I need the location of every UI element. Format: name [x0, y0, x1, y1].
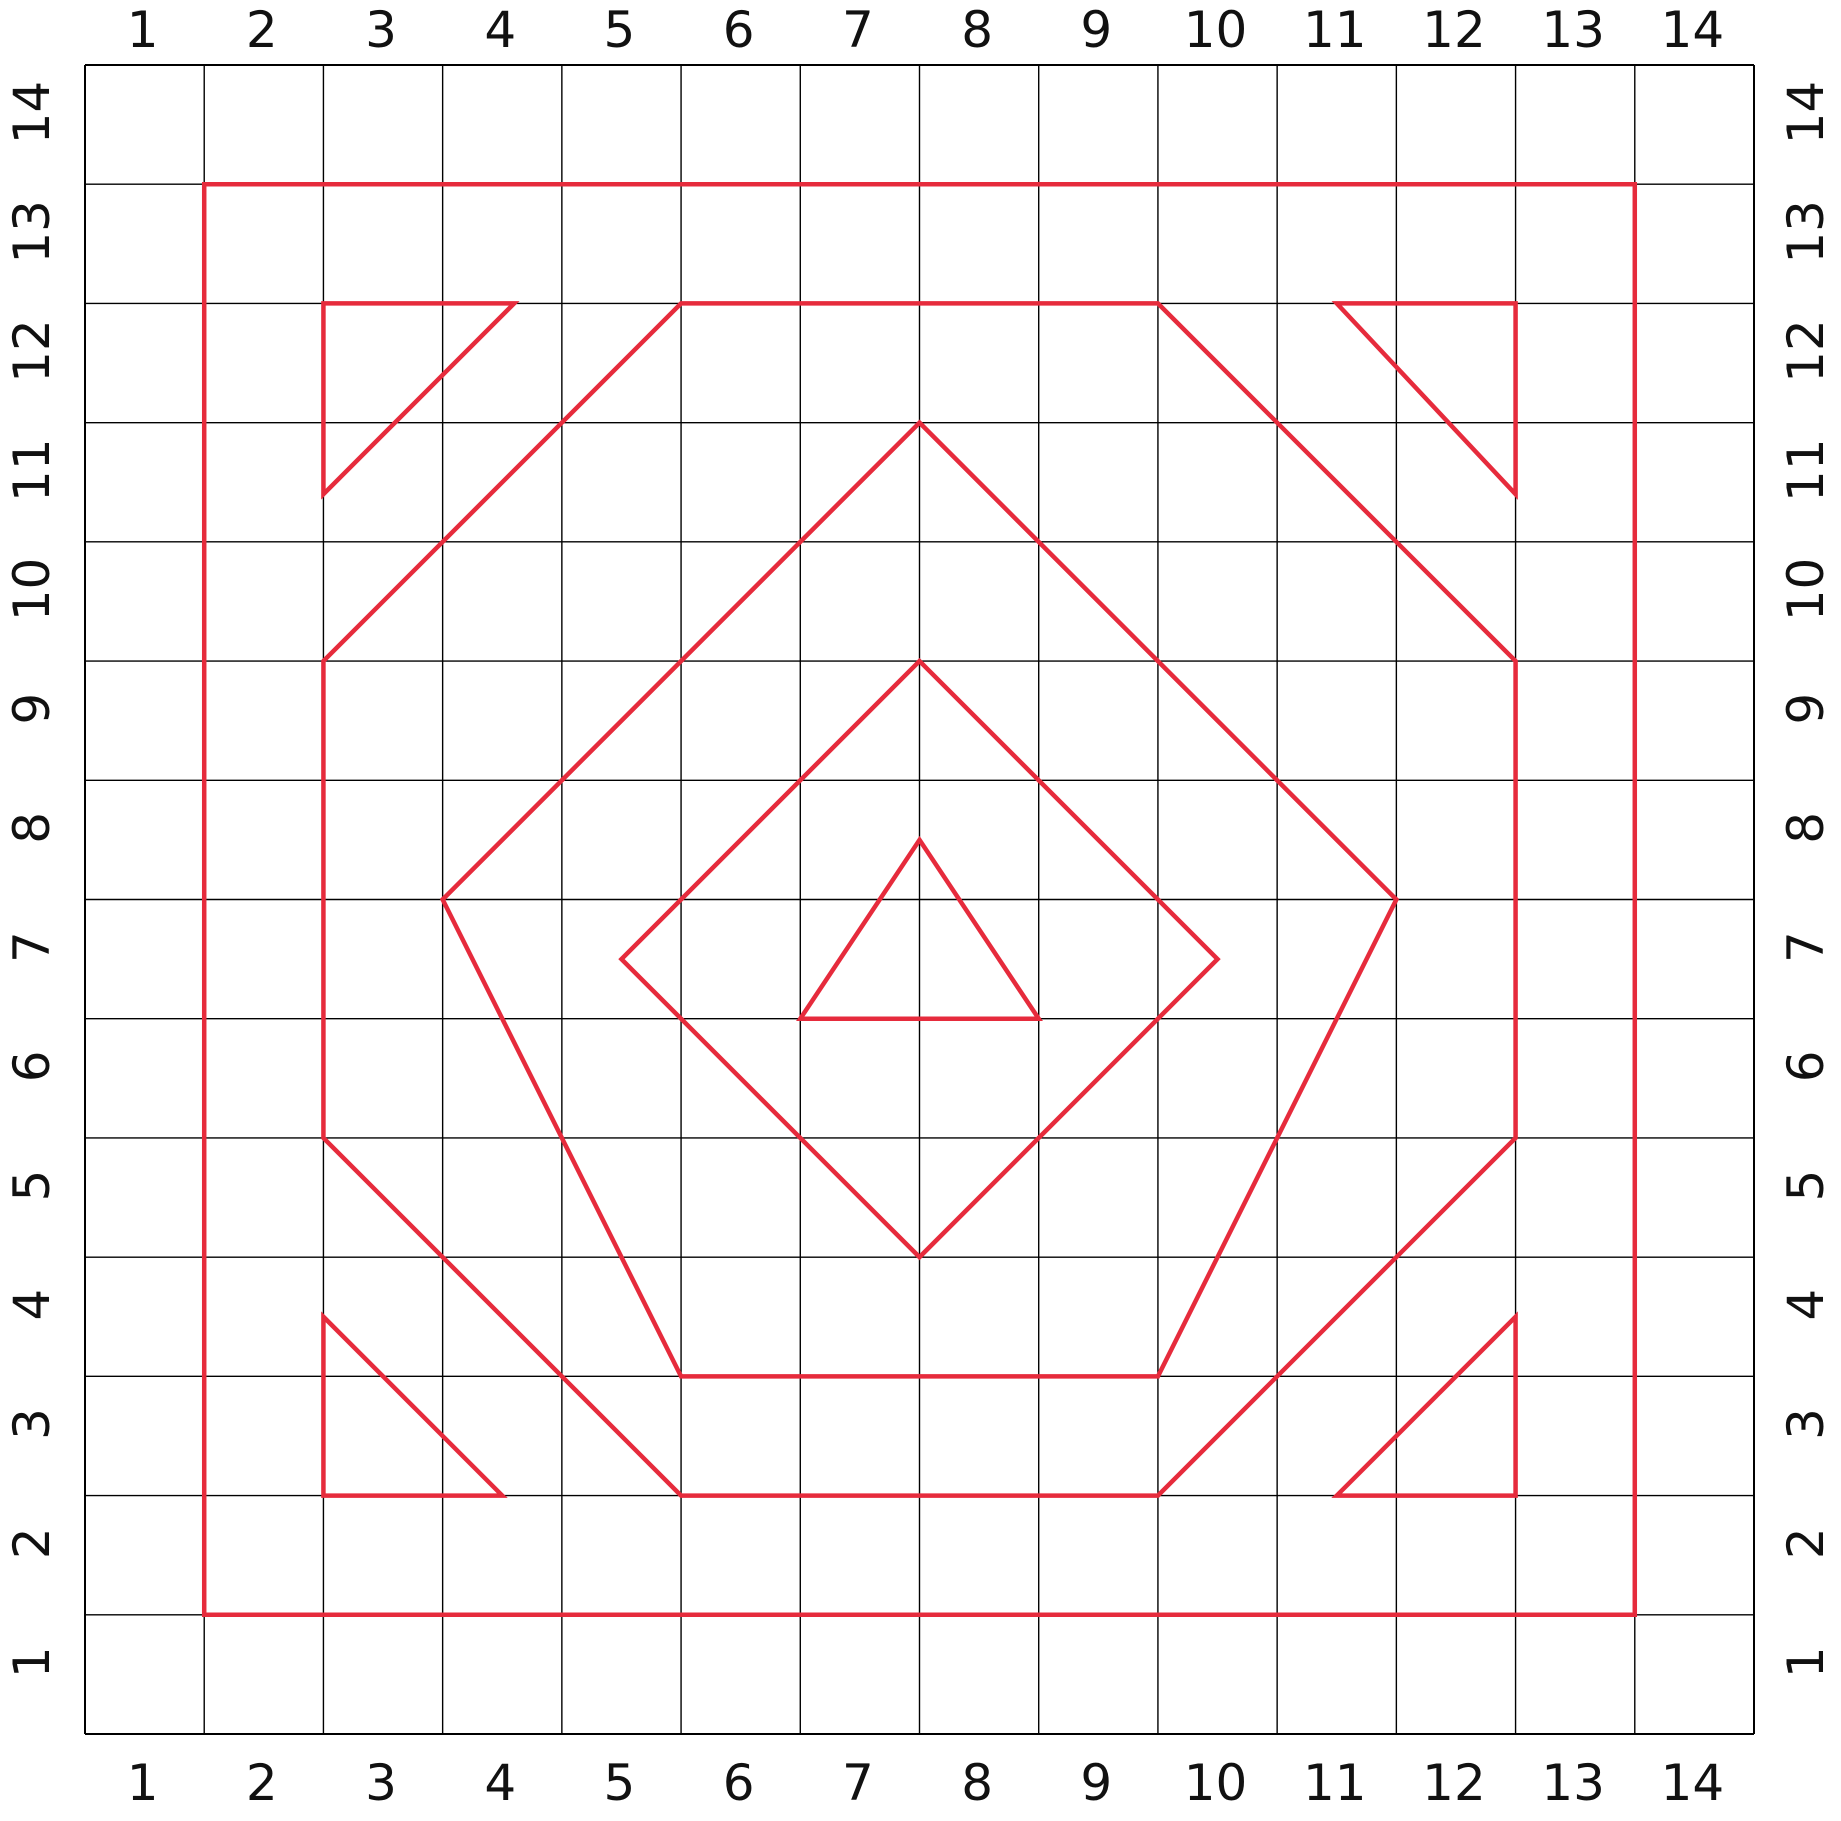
corner-triangle-bottom-right: [1331, 1311, 1518, 1498]
left-axis-label: 11: [3, 438, 61, 502]
bottom-axis-label: 3: [365, 1754, 397, 1812]
right-axis-label: 12: [1777, 319, 1835, 383]
left-axis-label: 5: [3, 1170, 61, 1202]
top-axis-label: 8: [961, 1, 993, 59]
bottom-axis-label: 12: [1422, 1754, 1486, 1812]
shapes-layer: [201, 181, 1638, 1618]
left-axis-label: 9: [3, 693, 61, 725]
top-axis-label: 7: [842, 1, 874, 59]
right-axis-label: 8: [1777, 812, 1835, 844]
right-axis-label: 5: [1777, 1170, 1835, 1202]
top-axis-label: 14: [1661, 1, 1725, 59]
top-axis-label: 3: [365, 1, 397, 59]
bottom-axis-label: 9: [1080, 1754, 1112, 1812]
top-axis-label: 6: [723, 1, 755, 59]
left-axis-label: 3: [3, 1408, 61, 1440]
right-axis-label: 11: [1777, 438, 1835, 502]
left-axis-label: 14: [3, 81, 61, 145]
bottom-axis-label: 6: [723, 1754, 755, 1812]
bottom-axis-label: 10: [1184, 1754, 1248, 1812]
right-axis-label: 1: [1777, 1646, 1835, 1678]
top-axis-label: 5: [604, 1, 636, 59]
diamond: [618, 657, 1221, 1261]
right-axis-label: 6: [1777, 1050, 1835, 1082]
bottom-axis-label: 7: [842, 1754, 874, 1812]
right-axis-label: 9: [1777, 693, 1835, 725]
top-axis-label: 13: [1541, 1, 1605, 59]
corner-triangle-bottom-left: [321, 1311, 508, 1498]
top-axis-label: 12: [1422, 1, 1486, 59]
right-axis-label: 3: [1777, 1408, 1835, 1440]
bottom-axis-label: 1: [127, 1754, 159, 1812]
bottom-axis-label: 4: [484, 1754, 516, 1812]
center-triangle: [796, 835, 1043, 1021]
left-axis-label: 10: [3, 558, 61, 622]
right-axis-label: 7: [1777, 931, 1835, 963]
top-axis-label: 1: [127, 1, 159, 59]
left-axis-label: 12: [3, 319, 61, 383]
bottom-axis-label: 13: [1541, 1754, 1605, 1812]
bottom-axis-label: 2: [246, 1754, 278, 1812]
top-axis-label: 2: [246, 1, 278, 59]
right-axis-label: 14: [1777, 81, 1835, 145]
left-axis-label: 13: [3, 200, 61, 264]
top-axis-label: 10: [1184, 1, 1248, 59]
right-axis-label: 2: [1777, 1527, 1835, 1559]
right-axis-label: 4: [1777, 1289, 1835, 1321]
corner-triangle-top-left: [321, 301, 520, 500]
bottom-axis-label: 11: [1303, 1754, 1367, 1812]
left-axis-label: 4: [3, 1289, 61, 1321]
left-axis-label: 2: [3, 1527, 61, 1559]
top-axis-label: 11: [1303, 1, 1367, 59]
left-axis-label: 1: [3, 1646, 61, 1678]
left-axis-label: 8: [3, 812, 61, 844]
large-pentagon: [439, 419, 1400, 1379]
bottom-axis-label: 5: [604, 1754, 636, 1812]
corner-triangle-top-right: [1331, 301, 1518, 500]
right-axis-label: 10: [1777, 558, 1835, 622]
bottom-axis-label: 8: [961, 1754, 993, 1812]
bottom-axis-label: 14: [1661, 1754, 1725, 1812]
grid-lines: [84, 64, 1755, 1735]
left-axis-label: 7: [3, 931, 61, 963]
octagon: [321, 301, 1518, 1498]
outer-square: [201, 181, 1638, 1618]
left-axis-label: 6: [3, 1050, 61, 1082]
right-axis-label: 13: [1777, 200, 1835, 264]
top-axis-label: 4: [484, 1, 516, 59]
top-axis-label: 9: [1080, 1, 1112, 59]
